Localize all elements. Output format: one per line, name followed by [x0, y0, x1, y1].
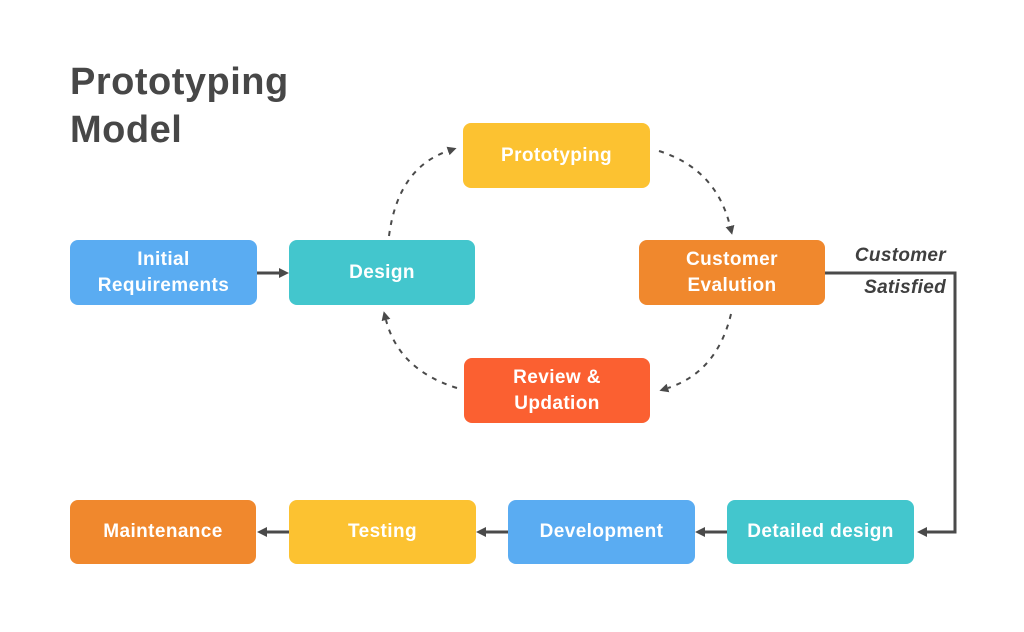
node-detailed-design: Detailed design: [727, 500, 914, 564]
node-initial-requirements: Initial Requirements: [70, 240, 257, 305]
arc-review-to-design: [381, 311, 458, 389]
arc-customer-evalution-to-review: [659, 313, 732, 393]
node-label: Design: [349, 261, 415, 283]
node-testing: Testing: [289, 500, 476, 564]
node-design: Design: [289, 240, 475, 305]
node-prototyping: Prototyping: [463, 123, 650, 188]
node-label: Initial Requirements: [97, 249, 230, 296]
node-review-updation: Review & Updation: [464, 358, 650, 423]
page-title: Prototyping Model: [70, 58, 289, 154]
title-line-2: Model: [70, 109, 183, 151]
node-maintenance: Maintenance: [70, 500, 256, 564]
arrow-customer-satisfied-to-detailed-design: [825, 271, 957, 537]
node-label: Detailed design: [747, 521, 894, 543]
node-development: Development: [508, 500, 695, 564]
node-label: Maintenance: [103, 521, 223, 543]
node-label: Customer Evalution: [686, 249, 778, 296]
node-label: Review & Updation: [513, 367, 601, 414]
arc-prototyping-to-customer-evalution: [658, 150, 735, 235]
node-label: Development: [539, 521, 664, 543]
edge-label-satisfied: Satisfied: [864, 277, 946, 298]
node-label: Prototyping: [501, 144, 612, 166]
title-line-1: Prototyping: [70, 61, 289, 103]
edge-label-customer: Customer: [854, 245, 946, 266]
node-label: Testing: [348, 521, 417, 543]
node-customer-evalution: Customer Evalution: [639, 240, 825, 305]
arc-design-to-prototyping: [388, 146, 457, 237]
